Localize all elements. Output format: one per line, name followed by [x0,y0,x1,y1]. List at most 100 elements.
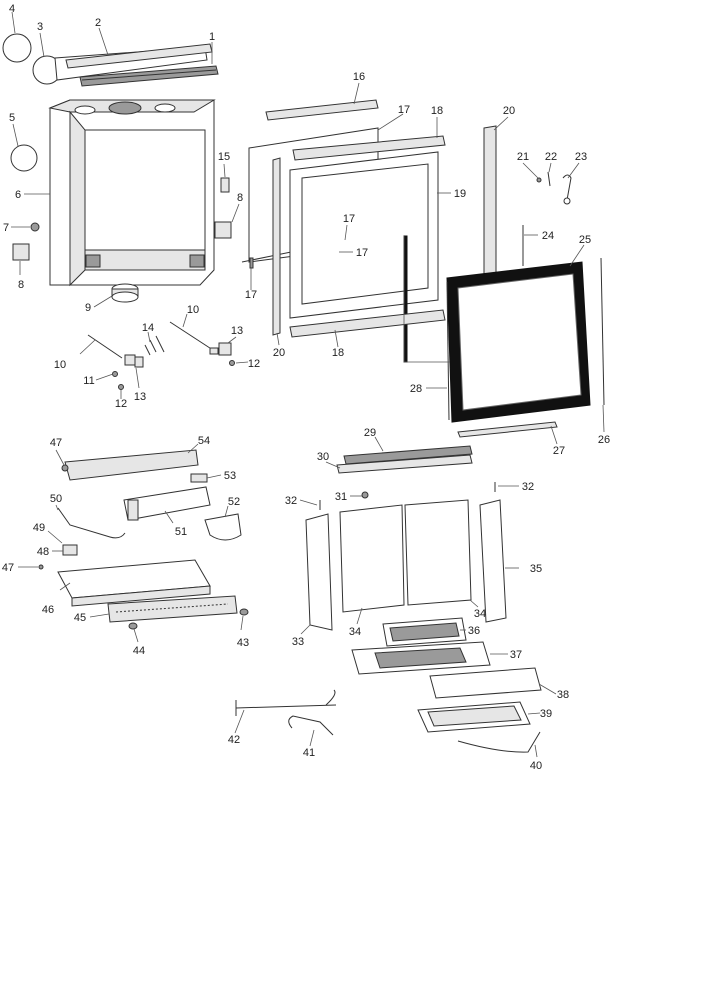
callout-17: 17 [398,104,410,116]
callout-17d: 17 [245,289,257,301]
callout-50: 50 [50,493,62,505]
part-plate-right [214,221,232,239]
part-plate-left [12,243,30,261]
part-ash-rake [457,731,541,753]
callout-45: 45 [74,612,86,624]
callout-48: 48 [37,546,49,558]
part-fan-tray [57,559,211,607]
part-rail-30 [336,454,473,474]
part-poker [235,689,337,716]
callout-17c: 17 [356,247,368,259]
callout-12: 12 [115,398,127,410]
callout-15: 15 [218,151,230,163]
callout-31: 31 [335,491,347,503]
part-clip [190,473,208,483]
part-hook [288,715,334,736]
callout-44: 44 [133,645,145,657]
callout-labels: 4 3 2 1 5 6 7 8 8 15 9 10 10 11 12 12 14… [2,3,610,772]
callout-42: 42 [228,734,240,746]
callout-33: 33 [292,636,304,648]
callout-40: 40 [530,760,542,772]
callout-41: 41 [303,747,315,759]
callout-34b: 34 [474,608,486,620]
callout-52: 52 [228,496,240,508]
callout-9: 9 [85,302,91,314]
callout-7: 7 [3,222,9,234]
callout-39: 39 [540,708,552,720]
part-grille [107,595,238,623]
part-foot-right [239,608,249,616]
callout-20b: 20 [273,347,285,359]
part-foot-left [128,622,138,630]
part-knob [30,222,40,232]
part-liner-left [305,513,333,631]
callout-32: 32 [285,495,297,507]
callout-18b: 18 [332,347,344,359]
callout-29: 29 [364,427,376,439]
part-main-body [48,99,216,287]
part-grate [382,617,467,647]
part-switch [62,544,78,556]
part-cable [57,507,126,539]
callout-5: 5 [9,112,15,124]
callout-22: 22 [545,151,557,163]
part-door-frame [289,151,439,363]
callout-28: 28 [410,383,422,395]
callout-8: 8 [18,279,24,291]
callout-23: 23 [575,151,587,163]
callout-20: 20 [503,105,515,117]
part-liner-back-left [339,504,405,613]
leader-lines [11,11,605,445]
callout-37: 37 [510,649,522,661]
part-top-rail [79,65,219,87]
part-blower [123,486,211,521]
part-glass-panel [446,261,591,423]
callout-3: 3 [37,21,43,33]
part-door-side-left [272,157,281,336]
callout-19: 19 [454,188,466,200]
callout-18: 18 [431,105,443,117]
part-rail-29 [343,445,473,465]
callout-1: 1 [209,31,215,43]
part-bracket-curved [204,513,242,541]
callout-35: 35 [530,563,542,575]
callout-53: 53 [224,470,236,482]
callout-8b: 8 [237,192,243,204]
callout-24: 24 [542,230,554,242]
part-disc [10,144,38,172]
part-door-bottom-bar [289,309,446,338]
callout-16: 16 [353,71,365,83]
callout-21: 21 [517,151,529,163]
part-bracket [220,177,230,193]
part-side-strip [483,125,497,279]
callout-4: 4 [9,3,15,15]
part-ash-plate [351,641,491,675]
callout-6: 6 [15,189,21,201]
callout-25: 25 [579,234,591,246]
callout-47: 47 [50,437,62,449]
part-ash-collar [111,283,139,303]
callout-10: 10 [187,304,199,316]
callout-13b: 13 [134,391,146,403]
leader-lines-lower [18,436,557,758]
callout-32b: 32 [522,481,534,493]
part-liner-back-right [404,499,472,606]
callout-49: 49 [33,522,45,534]
callout-17b: 17 [343,213,355,225]
callout-46: 46 [42,604,54,616]
callout-12b: 12 [248,358,260,370]
part-glass-bottom-strip [457,421,558,438]
part-hardware-set [87,321,235,390]
part-ring-gasket [2,33,32,63]
callout-27: 27 [553,445,565,457]
callout-51: 51 [175,526,187,538]
callout-11: 11 [83,375,94,387]
part-fan-top-plate [64,449,199,481]
part-front-lip [429,667,542,699]
callout-54: 54 [198,435,210,447]
callout-43: 43 [237,637,249,649]
callout-30: 30 [317,451,329,463]
callout-36: 36 [468,625,480,637]
callout-34: 34 [349,626,361,638]
